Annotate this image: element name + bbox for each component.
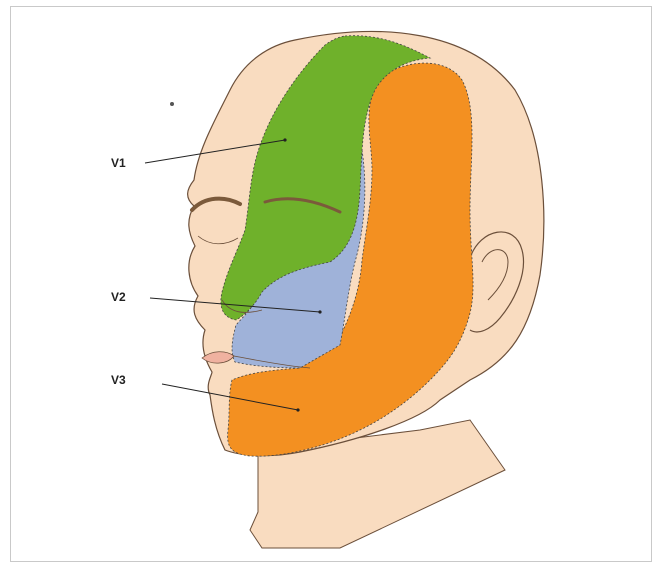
v1-label: V1 bbox=[111, 156, 126, 170]
v2-label: V2 bbox=[111, 290, 126, 304]
v1-leader-dot bbox=[283, 138, 286, 141]
v3-label: V3 bbox=[111, 373, 126, 387]
forehead-mark bbox=[170, 102, 174, 106]
v2-leader-dot bbox=[318, 310, 321, 313]
v3-leader-dot bbox=[296, 408, 299, 411]
